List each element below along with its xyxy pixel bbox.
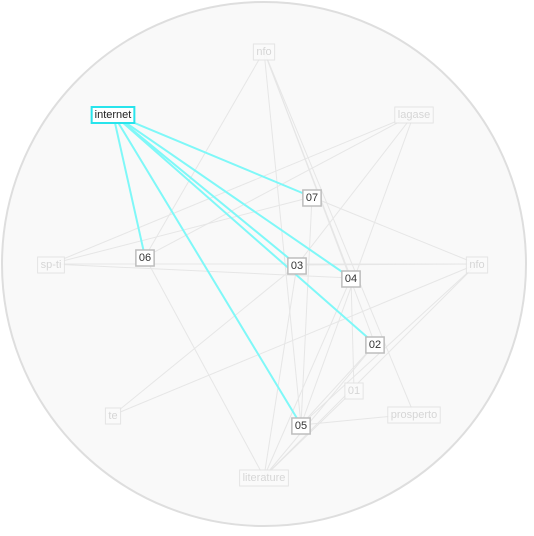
node-label: 03 <box>291 260 303 272</box>
node-label: sp-ti <box>41 259 62 271</box>
edge-04-n_01 <box>350 277 355 391</box>
node-label: nfo <box>256 46 271 58</box>
node-n_left[interactable]: sp-ti <box>37 256 65 274</box>
node-n_right[interactable]: nfo <box>465 256 489 274</box>
highlighted-edges <box>112 113 376 426</box>
edge-n_right-n_bottom <box>263 263 478 478</box>
node-label: lagase <box>398 109 430 121</box>
node-05[interactable]: 05 <box>291 417 311 435</box>
edge-internet-07 <box>112 113 313 198</box>
node-box <box>239 469 289 487</box>
edge-n_topright-03 <box>296 113 415 266</box>
node-n_bottomleft[interactable]: te <box>104 407 122 425</box>
node-02[interactable]: 02 <box>365 336 385 354</box>
node-n_top[interactable]: nfo <box>252 43 276 61</box>
node-box <box>394 106 434 124</box>
node-n_bottom[interactable]: literature <box>239 469 289 487</box>
node-n_01[interactable]: 01 <box>344 382 364 400</box>
node-label: internet <box>95 109 132 121</box>
node-04[interactable]: 04 <box>341 270 361 288</box>
node-label: nfo <box>469 259 484 271</box>
edge-n_topright-n_left <box>50 113 415 265</box>
node-07[interactable]: 07 <box>302 189 322 207</box>
edge-n_left-04 <box>50 263 352 279</box>
edge-internet-05 <box>112 113 302 426</box>
edge-03-n_bottom <box>263 264 298 478</box>
nodes: internet 07 06 03 04 02 05 nfo lagase sp-ti nfo 01 t… <box>37 43 489 487</box>
edge-n_right-03 <box>296 263 478 266</box>
edge-02-n_bottom <box>263 343 376 478</box>
edge-n_right-07 <box>311 196 478 265</box>
node-box <box>387 406 441 424</box>
edge-06-n_bottom <box>144 256 265 478</box>
edge-n_top-05 <box>263 50 302 426</box>
node-box <box>252 43 276 61</box>
edge-n_top-06 <box>144 50 265 258</box>
node-box <box>344 382 364 400</box>
node-box <box>37 256 65 274</box>
node-label: 01 <box>348 385 360 397</box>
node-box <box>302 189 322 207</box>
edge-n_top-n_bottomright <box>263 50 415 415</box>
node-internet[interactable]: internet <box>90 106 136 124</box>
node-box <box>341 270 361 288</box>
node-box <box>365 336 385 354</box>
node-label: 05 <box>295 420 307 432</box>
edge-02-05 <box>300 343 376 426</box>
edge-n_bottomleft-03 <box>112 264 298 416</box>
node-label: 04 <box>345 273 357 285</box>
edge-n_right-n_bottomleft <box>112 263 478 416</box>
edge-n_left-07 <box>50 196 313 265</box>
edge-internet-02 <box>112 113 376 345</box>
node-n_bottomright[interactable]: prosperto <box>387 406 441 424</box>
node-n_topright[interactable]: lagase <box>394 106 434 124</box>
node-box <box>287 257 307 275</box>
node-box <box>465 256 489 274</box>
edge-internet-06 <box>112 113 146 258</box>
node-label: prosperto <box>391 409 437 421</box>
node-box <box>104 407 122 425</box>
node-03[interactable]: 03 <box>287 257 307 275</box>
node-06[interactable]: 06 <box>135 249 155 267</box>
node-box <box>90 106 136 124</box>
node-box <box>135 249 155 267</box>
faded-edges <box>50 50 478 478</box>
node-label: 06 <box>139 252 151 264</box>
node-box <box>291 417 311 435</box>
node-label: 07 <box>306 192 318 204</box>
node-label: te <box>108 410 117 422</box>
node-label: 02 <box>369 339 381 351</box>
node-label: literature <box>243 472 286 484</box>
edge-07-05 <box>300 196 313 426</box>
edge-n_topright-05 <box>300 113 415 426</box>
edge-internet-04 <box>112 113 352 279</box>
edge-internet-03 <box>112 113 298 266</box>
edge-n_topright-06 <box>144 113 415 258</box>
